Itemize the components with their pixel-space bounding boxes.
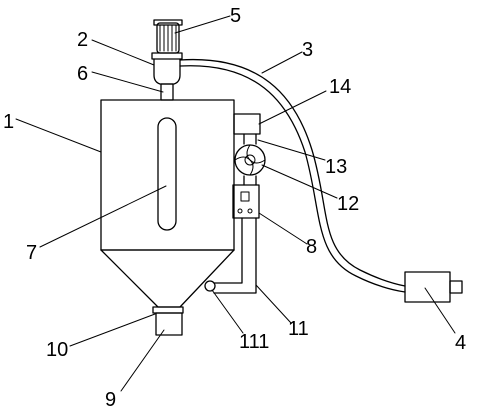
label-9: 9 <box>105 389 116 409</box>
label-5: 5 <box>230 5 241 27</box>
label-7: 7 <box>26 242 37 264</box>
motor <box>153 19 183 54</box>
discharge-outlet <box>152 306 184 336</box>
tank-body <box>100 99 235 308</box>
label-12: 12 <box>337 193 359 215</box>
coupling-housing <box>151 52 183 85</box>
pump <box>234 144 266 176</box>
label-14: 14 <box>329 76 351 98</box>
leader-lines <box>15 15 456 392</box>
controller-box <box>232 184 260 219</box>
valve <box>204 280 216 292</box>
sight-window <box>157 117 177 231</box>
label-4: 4 <box>455 332 466 354</box>
label-8: 8 <box>306 236 317 258</box>
power-cable <box>179 58 406 293</box>
label-10: 10 <box>46 339 68 361</box>
label-11: 11 <box>288 318 309 340</box>
plug <box>404 271 463 303</box>
label-6: 6 <box>77 63 88 85</box>
label-3: 3 <box>302 39 313 61</box>
label-2: 2 <box>77 29 88 51</box>
label-13: 13 <box>325 156 347 178</box>
label-111: 111 <box>239 331 269 353</box>
label-1: 1 <box>3 111 14 133</box>
side-piping <box>213 113 261 294</box>
labels: 1 2 3 4 5 6 7 8 9 10 11 111 12 13 14 <box>3 5 466 409</box>
